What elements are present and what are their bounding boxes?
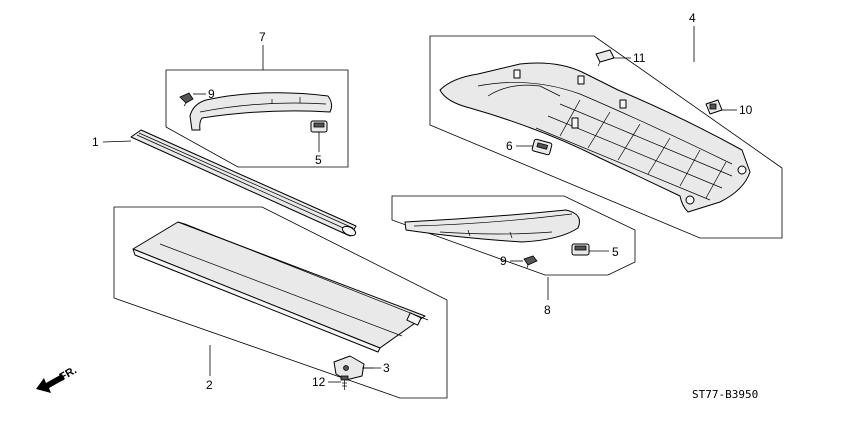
clip-part-9-upper [179,92,194,107]
callout-4: 4 [689,11,696,25]
callout-9-upper: 9 [208,87,215,101]
clip-part-5-upper [310,120,328,133]
callout-7: 7 [259,30,266,44]
clip-part-9-lower [523,255,538,269]
callout-5-lower: 5 [612,245,619,259]
clip-part-10 [705,99,723,115]
group-frame-4 [429,35,783,239]
callout-8: 8 [544,303,551,317]
front-arrow-icon [36,374,65,393]
weatherstrip-part-1 [130,129,357,237]
callout-12: 12 [312,375,326,389]
callout-1: 1 [92,135,99,149]
tonneau-cover-part-2 [132,221,429,353]
clip-part-5-lower [571,243,590,256]
front-direction-indicator: FR. [36,364,79,393]
rear-shelf-part-4 [439,62,751,213]
callout-3: 3 [383,361,390,375]
callout-11: 11 [633,51,646,65]
clip-part-6 [531,138,553,156]
group-frame-7 [165,69,349,168]
callout-5-upper: 5 [315,153,322,167]
clip-part-11 [595,49,615,67]
side-trim-part-7 [189,92,333,131]
diagram-code: ST77-B3950 [692,388,758,401]
direction-label: FR. [58,364,79,383]
screw-part-12 [340,375,349,390]
callout-10: 10 [739,103,753,117]
group-frame-2 [113,206,448,399]
bracket-part-3 [333,355,374,381]
callout-6: 6 [506,139,513,153]
callout-9-lower: 9 [500,254,507,268]
side-trim-part-8 [404,209,580,243]
callout-2: 2 [206,378,213,392]
leader-lines [102,26,737,383]
